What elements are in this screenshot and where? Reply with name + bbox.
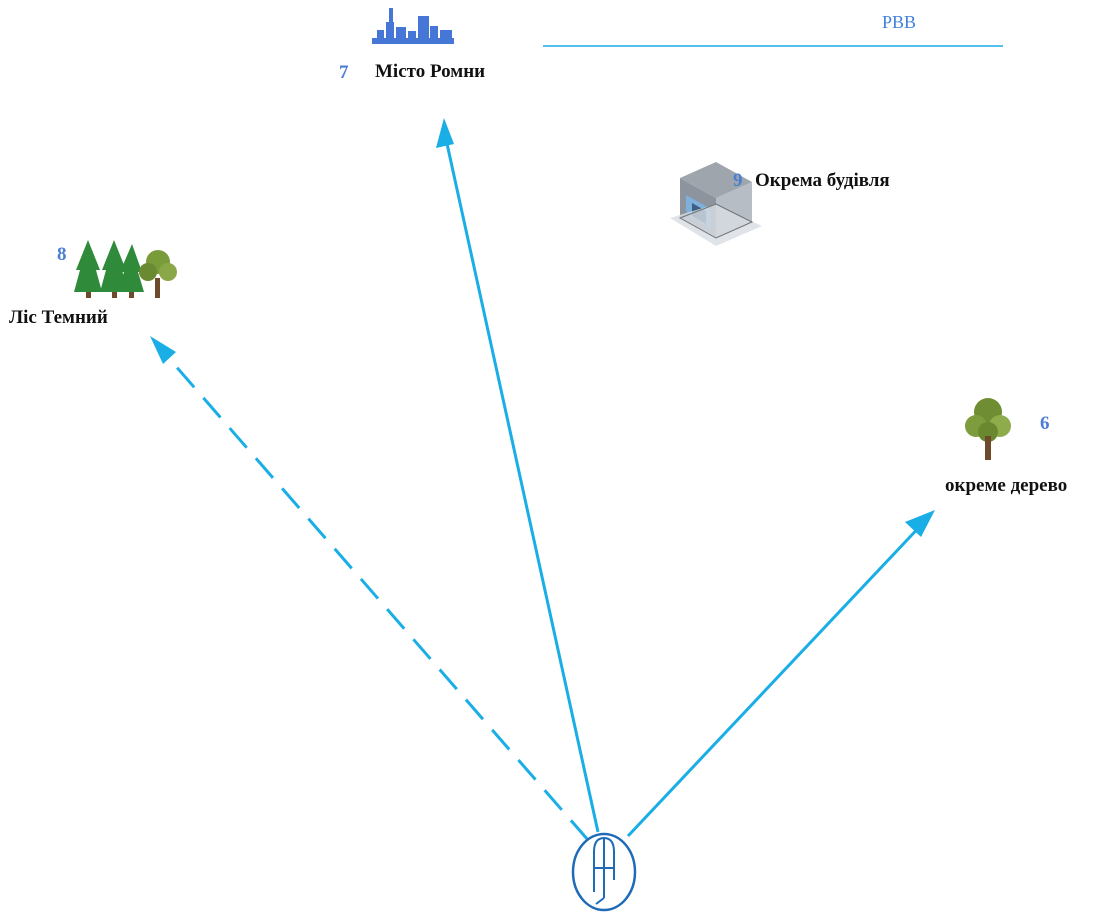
- city-label: Місто Ромни: [375, 61, 486, 82]
- arrow-to-forest-dashed: [150, 336, 590, 841]
- forest-icon: [74, 240, 177, 298]
- tree-label: окреме дерево: [945, 475, 1068, 496]
- rvv-label: РВВ: [882, 12, 917, 32]
- observer-post-icon[interactable]: [571, 832, 637, 912]
- forest-label: Ліс Темний: [9, 307, 108, 328]
- forest-number: 8: [57, 244, 67, 265]
- arrow-to-city: [436, 118, 600, 833]
- arrow-to-tree: [626, 510, 935, 838]
- tree-icon: [965, 398, 1011, 460]
- building-icon: [670, 162, 762, 246]
- city-icon: [372, 8, 454, 44]
- city-number: 7: [339, 62, 349, 83]
- tree-number: 6: [1040, 413, 1050, 434]
- building-number: 9: [733, 170, 743, 191]
- building-label: Окрема будівля: [755, 170, 890, 191]
